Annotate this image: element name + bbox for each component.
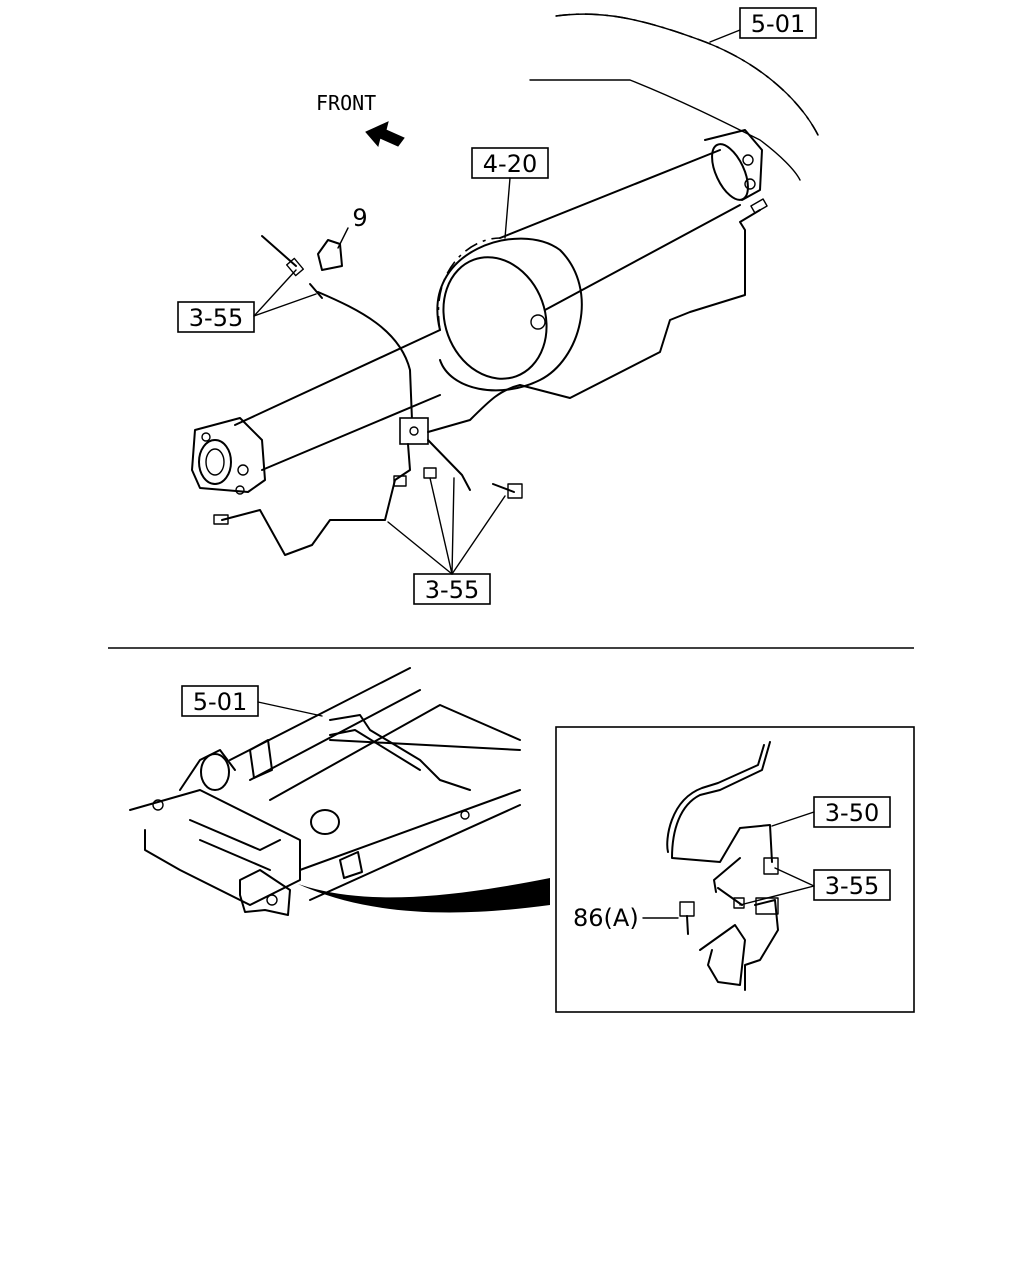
label-3-55-detail: 3-55: [739, 867, 891, 906]
rear-axle-housing: [191, 129, 763, 495]
front-label: FRONT: [316, 91, 376, 115]
detail-callout-arrow: [298, 878, 550, 913]
svg-text:86(A): 86(A): [573, 904, 639, 932]
detail-bolt: [679, 901, 695, 935]
svg-text:3-55: 3-55: [425, 576, 479, 604]
svg-text:4-20: 4-20: [483, 150, 537, 178]
front-direction: FRONT: [316, 91, 405, 148]
svg-text:3-50: 3-50: [825, 799, 879, 827]
label-9: 9: [352, 204, 367, 232]
brake-pipes-top: [213, 198, 768, 556]
clip-part: [317, 227, 349, 271]
svg-text:3-55: 3-55: [189, 304, 243, 332]
svg-text:3-55: 3-55: [825, 872, 879, 900]
label-3-55-upper: 3-55: [177, 269, 317, 333]
label-5-01-top: 5-01: [709, 7, 817, 43]
junction-block: [399, 417, 429, 445]
svg-text:9: 9: [352, 204, 367, 232]
detail-bracket: [699, 887, 779, 991]
front-arrow-icon: [365, 121, 405, 148]
svg-text:5-01: 5-01: [751, 10, 805, 38]
detail-hose: [666, 741, 779, 893]
label-86a: 86(A): [573, 904, 679, 932]
label-5-01-bottom: 5-01: [181, 685, 323, 717]
chassis-frame: [129, 667, 521, 916]
label-3-55-lower: 3-55: [387, 477, 506, 605]
label-3-50: 3-50: [771, 796, 891, 828]
svg-text:5-01: 5-01: [193, 688, 247, 716]
label-4-20: 4-20: [471, 147, 549, 239]
frame-outline-top: [529, 13, 819, 181]
